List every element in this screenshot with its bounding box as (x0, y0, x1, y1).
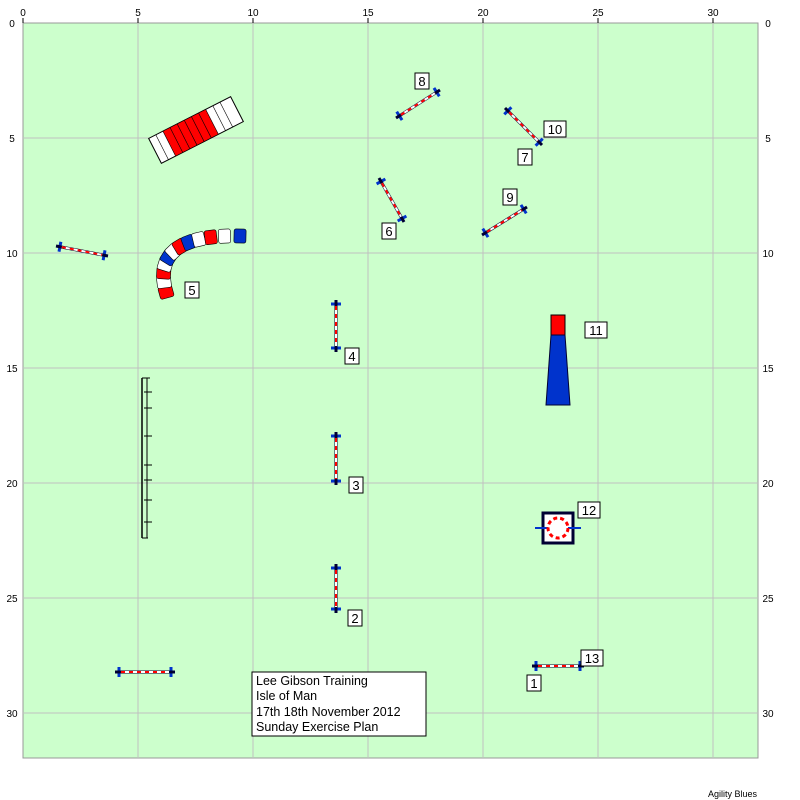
obstacle-number: 13 (580, 649, 604, 667)
y-tick-label-right: 25 (762, 594, 774, 605)
jump (331, 564, 341, 613)
y-tick-label-right: 20 (762, 479, 774, 490)
obstacle-number: 11 (584, 321, 608, 339)
y-tick-label-left: 20 (6, 479, 18, 490)
jumps (55, 87, 584, 677)
jump (481, 204, 528, 238)
svg-text:4: 4 (348, 349, 355, 364)
svg-text:12: 12 (582, 503, 596, 518)
y-tick-label-right: 15 (762, 364, 774, 375)
tunnel-segment (218, 228, 232, 244)
svg-text:5: 5 (188, 283, 195, 298)
info-line-3: 17th 18th November 2012 (256, 705, 401, 719)
svg-text:7: 7 (521, 150, 528, 165)
jump (331, 300, 341, 352)
obstacle-number: 9 (502, 188, 518, 206)
gridlines (23, 23, 758, 758)
straight-tunnel (147, 95, 245, 165)
info-line-2: Isle of Man (256, 689, 317, 703)
y-tick-label-left: 15 (6, 364, 18, 375)
x-tick-label: 0 (20, 8, 26, 19)
jump (115, 667, 175, 677)
jump (331, 432, 341, 485)
y-tick-label-right: 0 (765, 19, 771, 30)
svg-text:1: 1 (530, 676, 537, 691)
jump (55, 241, 109, 261)
obstacle-number: 6 (381, 222, 397, 240)
obstacle-number: 3 (348, 476, 364, 494)
obstacle-number: 5 (184, 281, 200, 299)
obstacle-number: 12 (577, 501, 601, 519)
y-tick-label-left: 0 (9, 19, 15, 30)
axis-top: 0 5 10 15 20 25 30 (20, 8, 719, 23)
y-tick-label-right: 5 (765, 134, 771, 145)
svg-text:3: 3 (352, 478, 359, 493)
tyre-obstacle (535, 511, 581, 545)
curved-tunnel (156, 228, 247, 300)
obstacle-number: 7 (517, 148, 533, 166)
svg-text:10: 10 (548, 122, 562, 137)
obstacle-number: 4 (344, 347, 360, 365)
svg-text:13: 13 (585, 651, 599, 666)
credit-text: Agility Blues (708, 789, 758, 799)
x-tick-label: 20 (477, 8, 489, 19)
info-line-4: Sunday Exercise Plan (256, 720, 378, 734)
svg-text:9: 9 (506, 190, 513, 205)
x-tick-label: 30 (707, 8, 719, 19)
obstacle-number: 1 (526, 674, 542, 692)
arena-field (22, 22, 759, 759)
x-tick-label: 25 (592, 8, 604, 19)
y-tick-label-left: 30 (6, 709, 18, 720)
x-tick-label: 5 (135, 8, 141, 19)
tunnel-segment (203, 229, 218, 246)
jump (503, 106, 544, 147)
jump (532, 661, 584, 671)
axis-right: 0 5 10 15 20 25 30 (762, 19, 774, 720)
svg-text:11: 11 (589, 323, 603, 338)
tunnel-segment (233, 228, 247, 244)
y-tick-label-right: 10 (762, 249, 774, 260)
obstacle-number: 10 (543, 120, 567, 138)
info-line-1: Lee Gibson Training (256, 674, 368, 688)
jump (395, 87, 441, 121)
svg-text:2: 2 (351, 611, 358, 626)
info-box: Lee Gibson Training Isle of Man 17th 18t… (251, 671, 427, 737)
dog-walk (141, 377, 152, 539)
svg-text:8: 8 (418, 74, 425, 89)
jump (375, 177, 408, 223)
y-tick-label-left: 5 (9, 134, 15, 145)
x-tick-label: 10 (247, 8, 259, 19)
obstacle-number: 8 (414, 72, 430, 90)
obstacle-number: 2 (347, 609, 363, 627)
y-tick-label-right: 30 (762, 709, 774, 720)
axis-left: 0 5 10 15 20 25 30 (6, 19, 18, 720)
y-tick-label-left: 25 (6, 594, 18, 605)
weave-obstacle (545, 314, 571, 406)
y-tick-label-left: 10 (6, 249, 18, 260)
svg-text:6: 6 (385, 224, 392, 239)
x-tick-label: 15 (362, 8, 374, 19)
